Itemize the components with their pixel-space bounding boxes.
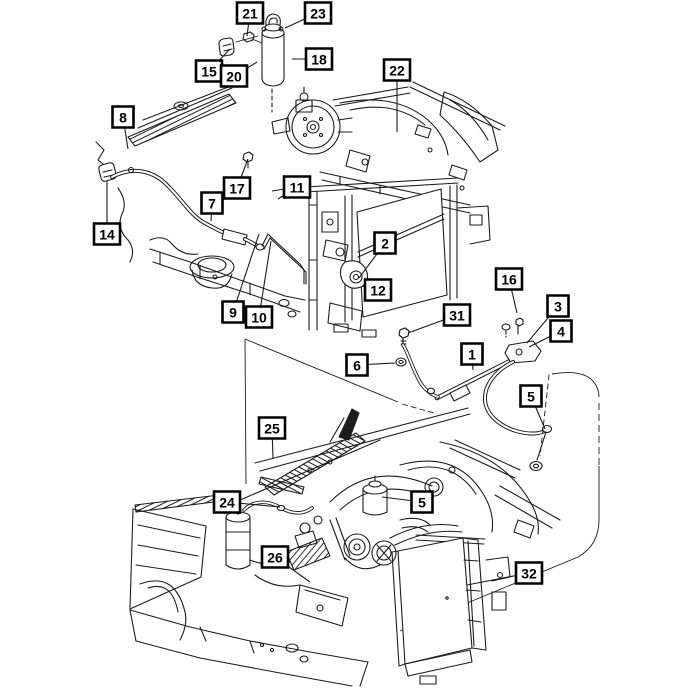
callout-number-31: 31 (449, 308, 465, 324)
left-fender-frame (130, 509, 368, 686)
receiver-drier (236, 14, 284, 112)
callout-32: 32 (516, 563, 542, 584)
callout-box-11 (284, 177, 310, 198)
callout-18: 18 (306, 49, 332, 70)
callout-number-24: 24 (219, 495, 235, 511)
callout-box-31 (444, 305, 470, 326)
discharge-hose-detail (396, 318, 552, 471)
callout-9: 9 (223, 302, 244, 323)
callout-31: 31 (444, 305, 470, 326)
callout-number-5: 5 (418, 495, 426, 511)
callout-number-4: 4 (557, 324, 565, 340)
callout-number-11: 11 (290, 180, 305, 196)
view-reference-lines (245, 339, 599, 631)
callout-box-7 (202, 193, 223, 214)
callout-box-8 (113, 107, 134, 128)
callout-number-7: 7 (208, 196, 216, 212)
callout-box-3 (548, 296, 569, 317)
callout-box-5 (412, 492, 433, 513)
callout-12: 12 (365, 280, 391, 301)
callout-box-9 (223, 302, 244, 323)
callout-box-18 (306, 49, 332, 70)
callout-5: 5 (412, 492, 433, 513)
callout-number-23: 23 (310, 6, 326, 22)
callout-box-32 (516, 563, 542, 584)
condenser-32 (390, 525, 510, 685)
suction-hose-7 (112, 152, 306, 284)
callout-1: 1 (462, 344, 483, 365)
callout-number-17: 17 (229, 181, 245, 197)
callout-10: 10 (246, 307, 272, 328)
callout-14: 14 (94, 224, 120, 245)
callout-leader-10 (259, 241, 271, 317)
callout-number-9: 9 (229, 305, 237, 321)
callout-number-32: 32 (521, 566, 537, 582)
callout-number-2: 2 (381, 236, 389, 252)
callout-6: 6 (347, 355, 368, 376)
callout-7: 7 (202, 193, 223, 214)
callout-5: 5 (521, 386, 542, 407)
hood-and-cowl (135, 408, 470, 512)
right-fender-bottom (400, 440, 560, 538)
bottom-illustration (130, 408, 560, 686)
callout-box-25 (259, 418, 285, 439)
callout-box-10 (246, 307, 272, 328)
top-illustration (96, 14, 505, 345)
callout-number-22: 22 (389, 63, 405, 79)
callout-number-1: 1 (468, 347, 476, 363)
callout-box-1 (462, 344, 483, 365)
callout-number-3: 3 (554, 299, 562, 315)
callout-3: 3 (548, 296, 569, 317)
callout-number-18: 18 (311, 52, 327, 68)
callout-number-6: 6 (353, 358, 361, 374)
callout-2: 2 (375, 233, 396, 254)
callout-21: 21 (237, 3, 263, 24)
line-clip-15 (219, 38, 234, 56)
callout-23: 23 (305, 3, 331, 24)
callout-25: 25 (259, 418, 285, 439)
frame-and-shock-tower (150, 249, 305, 317)
callout-box-17 (224, 178, 250, 199)
callout-number-8: 8 (119, 110, 127, 126)
callout-8: 8 (113, 107, 134, 128)
callout-20: 20 (221, 66, 247, 87)
callout-17: 17 (224, 178, 250, 199)
callout-box-5 (521, 386, 542, 407)
callout-number-16: 16 (501, 272, 517, 288)
callout-box-6 (347, 355, 368, 376)
callout-box-26 (262, 547, 288, 568)
callout-24: 24 (214, 492, 240, 513)
right-fender-apron (320, 82, 505, 213)
callout-number-25: 25 (264, 421, 280, 437)
callout-number-10: 10 (251, 310, 267, 326)
callout-number-20: 20 (226, 69, 242, 85)
callout-box-21 (237, 3, 263, 24)
callout-number-14: 14 (99, 227, 115, 243)
callout-number-15: 15 (201, 64, 217, 80)
callout-box-4 (551, 321, 572, 342)
callout-16: 16 (496, 269, 522, 290)
callout-4: 4 (551, 321, 572, 342)
cowl-panel (128, 84, 236, 146)
callout-number-26: 26 (267, 550, 283, 566)
callout-number-21: 21 (242, 6, 258, 22)
callout-26: 26 (262, 547, 288, 568)
callout-leader-9 (233, 234, 259, 312)
callout-box-20 (221, 66, 247, 87)
callout-11: 11 (284, 177, 310, 198)
callout-box-2 (375, 233, 396, 254)
callout-box-24 (214, 492, 240, 513)
callout-box-12 (365, 280, 391, 301)
callout-22: 22 (384, 60, 410, 81)
callout-number-12: 12 (370, 283, 386, 299)
callout-15: 15 (196, 61, 222, 82)
callout-box-16 (496, 269, 522, 290)
callout-box-23 (305, 3, 331, 24)
callout-box-14 (94, 224, 120, 245)
callout-number-5: 5 (527, 389, 535, 405)
brake-booster (272, 87, 352, 154)
callout-box-22 (384, 60, 410, 81)
